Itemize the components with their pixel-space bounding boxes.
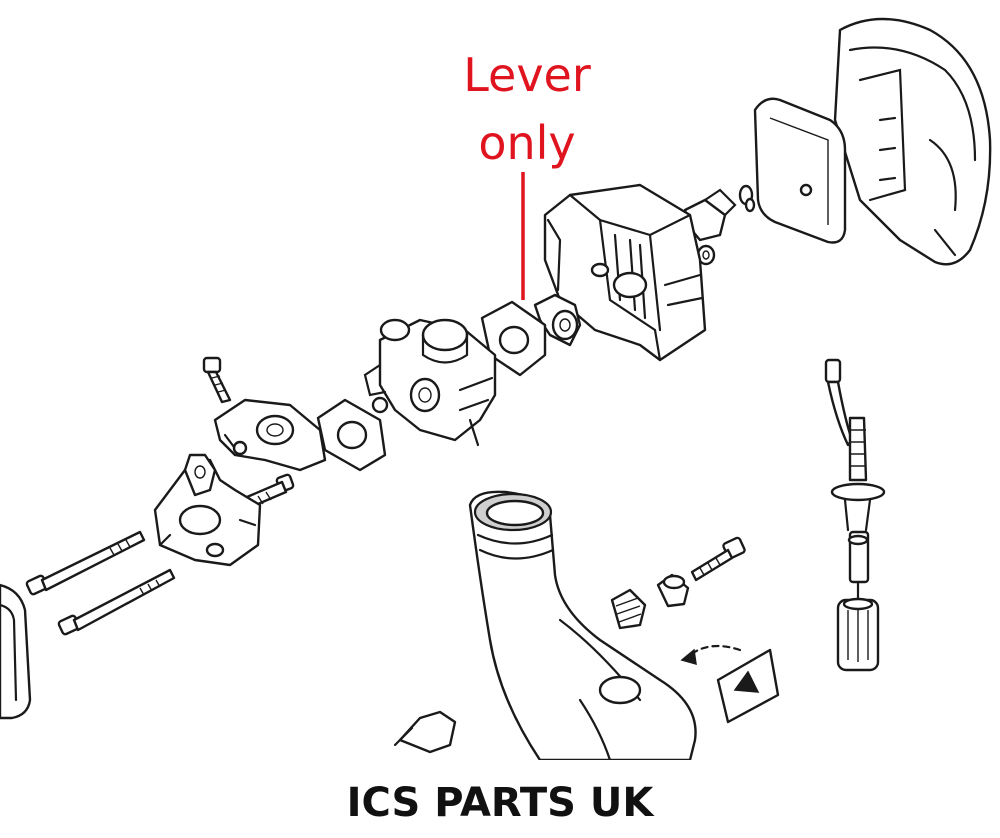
screw-top — [202, 356, 232, 404]
gasket-lower — [316, 398, 387, 472]
long-bolt-upper — [25, 530, 146, 596]
long-bolt-lower — [57, 568, 176, 636]
callout-label-line1: Lever — [463, 48, 591, 102]
brand-footer: ICS PARTS UK — [346, 780, 654, 826]
callout-label-line2: only — [478, 116, 576, 170]
small-fittings — [610, 536, 746, 630]
carburetor — [363, 318, 497, 447]
warning-label — [680, 644, 780, 724]
intake-flange — [213, 398, 327, 472]
fuel-line-assembly — [824, 358, 886, 672]
choke-parts — [683, 184, 756, 266]
fuel-tank-housing — [468, 490, 697, 760]
air-filter-cover — [833, 17, 992, 266]
exploded-parts-diagram — [0, 17, 992, 760]
air-filter — [753, 97, 847, 244]
intake-manifold — [153, 453, 262, 567]
lever-part — [533, 293, 582, 347]
left-edge-part — [0, 583, 32, 720]
air-filter-base — [543, 183, 707, 362]
bottom-bracket — [393, 710, 457, 754]
